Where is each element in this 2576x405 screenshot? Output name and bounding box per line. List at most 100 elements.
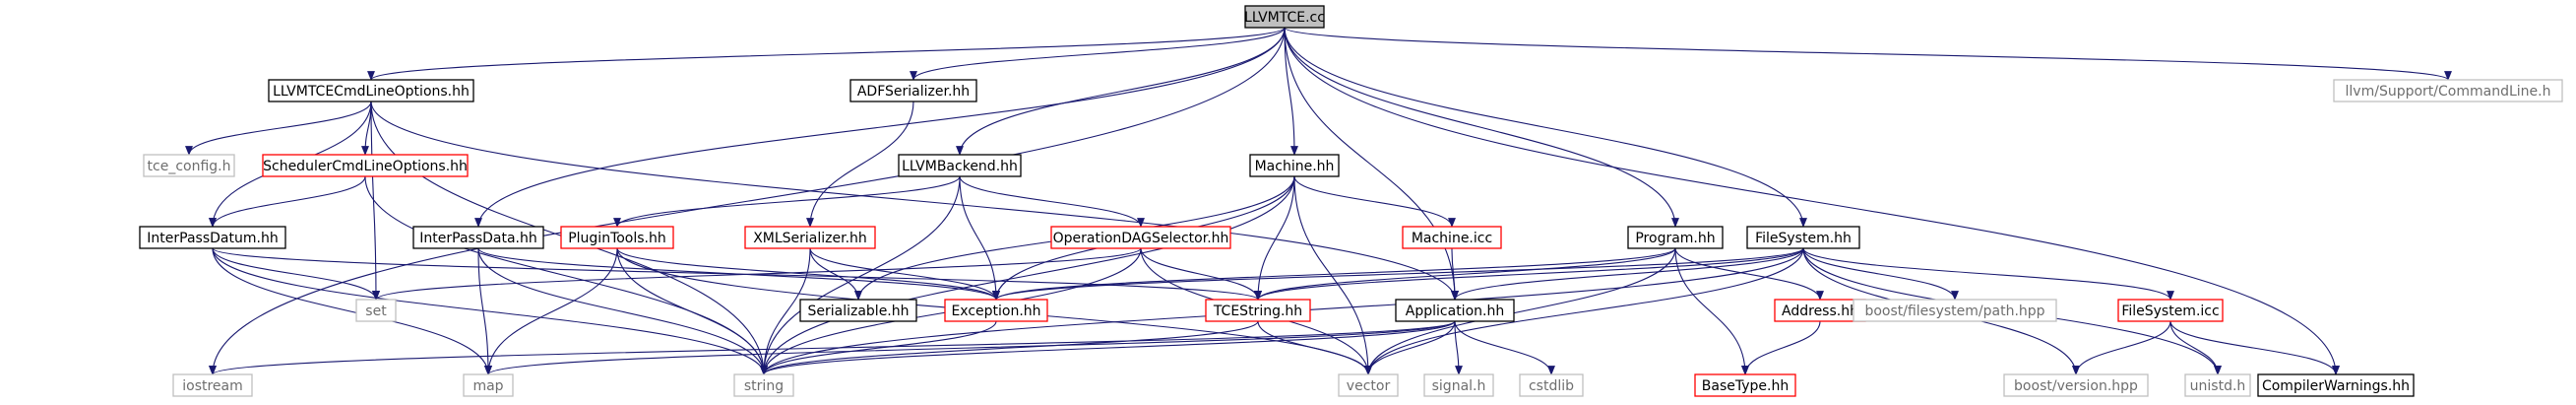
node-string-label: string — [744, 378, 784, 394]
node-machineicc[interactable]: Machine.icc — [1402, 226, 1502, 249]
edge-root-to-ipdata — [474, 27, 1286, 228]
node-compwarn[interactable]: CompilerWarnings.hh — [2257, 373, 2415, 397]
node-cmdopts-box — [268, 79, 474, 102]
node-vector[interactable]: vector — [1338, 373, 1399, 397]
node-cstdlib[interactable]: cstdlib — [1519, 373, 1584, 397]
node-root-label: LLVMTCE.cc — [1244, 10, 1325, 26]
edge-fsicc-to-unistd — [2169, 320, 2222, 375]
node-vector-box — [1338, 373, 1399, 397]
node-cstdlib-label: cstdlib — [1529, 378, 1574, 394]
node-set[interactable]: set — [355, 299, 397, 322]
node-xmlser-box — [744, 226, 876, 249]
node-map-box — [463, 373, 514, 397]
edge-application-to-signal — [1454, 320, 1463, 375]
node-tceconfig-label: tce_config.h — [148, 159, 231, 174]
node-address[interactable]: Address.hh — [1774, 299, 1866, 322]
node-filesystem-label: FileSystem.hh — [1755, 231, 1852, 246]
node-opdag-box — [1050, 226, 1231, 249]
node-cmdopts[interactable]: LLVMTCECmdLineOptions.hh — [268, 79, 474, 102]
node-filesystem[interactable]: FileSystem.hh — [1746, 226, 1860, 249]
node-machineicc-box — [1402, 226, 1502, 249]
edges-layer — [185, 27, 2452, 375]
node-serializable-box — [799, 299, 917, 322]
node-signal[interactable]: signal.h — [1423, 373, 1494, 397]
node-string[interactable]: string — [733, 373, 794, 397]
node-exception[interactable]: Exception.hh — [944, 299, 1048, 322]
node-application[interactable]: Application.hh — [1395, 299, 1515, 322]
node-machine[interactable]: Machine.hh — [1249, 154, 1340, 177]
node-fsicc[interactable]: FileSystem.icc — [2117, 299, 2224, 322]
edge-root-to-compwarn — [1284, 27, 2340, 375]
node-exception-label: Exception.hh — [951, 304, 1040, 319]
node-opdag[interactable]: OperationDAGSelector.hh — [1050, 226, 1231, 249]
node-unistd[interactable]: unistd.h — [2184, 373, 2251, 397]
edge-llvmbackend-to-plugintools — [613, 175, 961, 228]
node-ipdata[interactable]: InterPassData.hh — [412, 226, 544, 249]
edge-opdag-to-set — [372, 247, 1142, 301]
edge-llvmbackend-to-string — [760, 175, 961, 375]
edge-machine-to-vector — [1293, 175, 1372, 375]
node-fsicc-label: FileSystem.icc — [2121, 304, 2219, 319]
node-llvmbackend[interactable]: LLVMBackend.hh — [898, 154, 1022, 177]
node-serializable[interactable]: Serializable.hh — [799, 299, 917, 322]
edge-cmdopts-to-tceconfig — [185, 101, 372, 156]
edge-application-to-string — [760, 320, 1456, 375]
node-plugintools-label: PluginTools.hh — [568, 231, 666, 246]
node-application-box — [1395, 299, 1515, 322]
edge-root-to-iostream — [209, 27, 1286, 375]
edge-root-to-machine — [1284, 27, 1298, 156]
node-schedopts[interactable]: SchedulerCmdLineOptions.hh — [262, 154, 469, 177]
edge-root-to-llvmbackend — [956, 27, 1286, 156]
node-boostfs-box — [1853, 299, 2057, 322]
node-adfser[interactable]: ADFSerializer.hh — [849, 79, 977, 102]
node-root[interactable]: LLVMTCE.cc — [1244, 5, 1325, 29]
edge-program-to-vector — [1364, 247, 1676, 375]
node-tceconfig[interactable]: tce_config.h — [143, 154, 235, 177]
edge-application-to-map — [484, 320, 1456, 375]
edge-address-to-basetype — [1741, 320, 1821, 375]
node-cmdline-label: llvm/Support/CommandLine.h — [2346, 84, 2551, 100]
node-boostfs[interactable]: boost/filesystem/path.hpp — [1853, 299, 2057, 322]
node-application-label: Application.hh — [1406, 304, 1504, 319]
node-cmdline[interactable]: llvm/Support/CommandLine.h — [2333, 79, 2563, 102]
node-ipdatum[interactable]: InterPassDatum.hh — [139, 226, 286, 249]
node-tcestring[interactable]: TCEString.hh — [1205, 299, 1311, 322]
node-schedopts-label: SchedulerCmdLineOptions.hh — [263, 159, 468, 174]
edge-root-to-program — [1284, 27, 1679, 228]
edge-application-to-iostream — [209, 320, 1456, 375]
node-map[interactable]: map — [463, 373, 514, 397]
node-iostream[interactable]: iostream — [172, 373, 253, 397]
node-adfser-box — [849, 79, 977, 102]
node-cstdlib-box — [1519, 373, 1584, 397]
node-machine-box — [1249, 154, 1340, 177]
node-basetype[interactable]: BaseType.hh — [1694, 373, 1796, 397]
node-plugintools[interactable]: PluginTools.hh — [560, 226, 674, 249]
node-map-label: map — [472, 378, 503, 394]
edge-cmdopts-to-application — [370, 101, 1459, 301]
node-basetype-box — [1694, 373, 1796, 397]
edge-root-to-application — [1284, 27, 1459, 301]
edge-root-to-cmdopts — [367, 27, 1286, 81]
edge-root-to-adfser — [910, 27, 1286, 81]
edge-filesystem-to-exception — [992, 247, 1804, 301]
edge-tcestring-to-string — [760, 320, 1259, 375]
edge-program-to-basetype — [1674, 247, 1749, 375]
edge-machine-to-string — [760, 175, 1295, 375]
node-xmlser[interactable]: XMLSerializer.hh — [744, 226, 876, 249]
edge-program-to-exception — [992, 247, 1676, 301]
edge-filesystem-to-boostfs — [1802, 247, 1959, 301]
node-boostver[interactable]: boost/version.hpp — [2003, 373, 2149, 397]
edge-program-to-tcestring — [1254, 247, 1676, 301]
node-llvmbackend-label: LLVMBackend.hh — [902, 159, 1018, 174]
edge-application-to-cstdlib — [1454, 320, 1555, 375]
node-unistd-label: unistd.h — [2190, 378, 2246, 394]
edge-exception-to-string — [760, 320, 997, 375]
edge-filesystem-to-vector — [1364, 247, 1804, 375]
node-program[interactable]: Program.hh — [1627, 226, 1724, 249]
node-plugintools-box — [560, 226, 674, 249]
node-signal-box — [1423, 373, 1494, 397]
edge-root-to-filesystem — [1284, 27, 1807, 228]
node-tceconfig-box — [143, 154, 235, 177]
